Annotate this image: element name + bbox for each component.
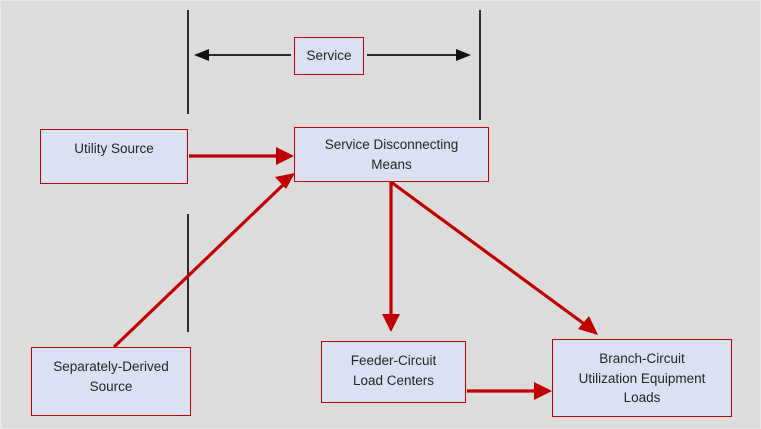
sdm-line-2: Means	[371, 156, 412, 172]
connector-sdm-to-branch	[390, 180, 588, 328]
separately-line-1: Separately-Derived	[53, 359, 169, 374]
node-service-label: Service	[306, 48, 352, 64]
service-span-arrowhead-right	[456, 49, 471, 61]
node-service-disconnecting-means[interactable]: Service Disconnecting Means	[294, 127, 489, 182]
node-separately-derived-source-label: Separately-Derived Source	[32, 348, 190, 396]
node-utility-source-label: Utility Source	[74, 141, 154, 156]
node-separately-derived-source[interactable]: Separately-Derived Source	[31, 347, 191, 416]
node-service-disconnecting-means-label: Service Disconnecting Means	[295, 135, 488, 174]
arrowhead-utility-to-sdm	[276, 147, 294, 165]
branch-line-1: Branch-Circuit	[599, 351, 685, 366]
node-feeder-circuit-load-centers[interactable]: Feeder-Circuit Load Centers	[321, 341, 466, 403]
branch-line-3: Loads	[623, 390, 661, 406]
sdm-line-1: Service Disconnecting	[324, 136, 459, 152]
node-feeder-circuit-load-centers-label: Feeder-Circuit Load Centers	[322, 342, 465, 390]
arrowhead-sdm-to-branch	[578, 316, 598, 335]
separately-line-2: Source	[89, 378, 133, 394]
node-branch-circuit-label: Branch-Circuit Utilization Equipment Loa…	[553, 340, 731, 408]
feeder-line-2: Load Centers	[352, 372, 435, 388]
arrowhead-sdm-to-feeder	[382, 314, 400, 332]
service-span-arrowhead-left	[194, 49, 209, 61]
branch-line-2: Utilization Equipment	[578, 370, 706, 386]
arrowhead-separately-to-sdm	[275, 173, 295, 189]
connector-separately-to-sdm	[112, 182, 286, 349]
arrowhead-feeder-to-branch	[534, 382, 552, 400]
node-utility-source[interactable]: Utility Source	[40, 129, 188, 184]
feeder-line-1: Feeder-Circuit	[350, 353, 437, 368]
node-branch-circuit-utilization-equipment-loads[interactable]: Branch-Circuit Utilization Equipment Loa…	[552, 339, 732, 417]
node-service[interactable]: Service	[294, 37, 364, 75]
